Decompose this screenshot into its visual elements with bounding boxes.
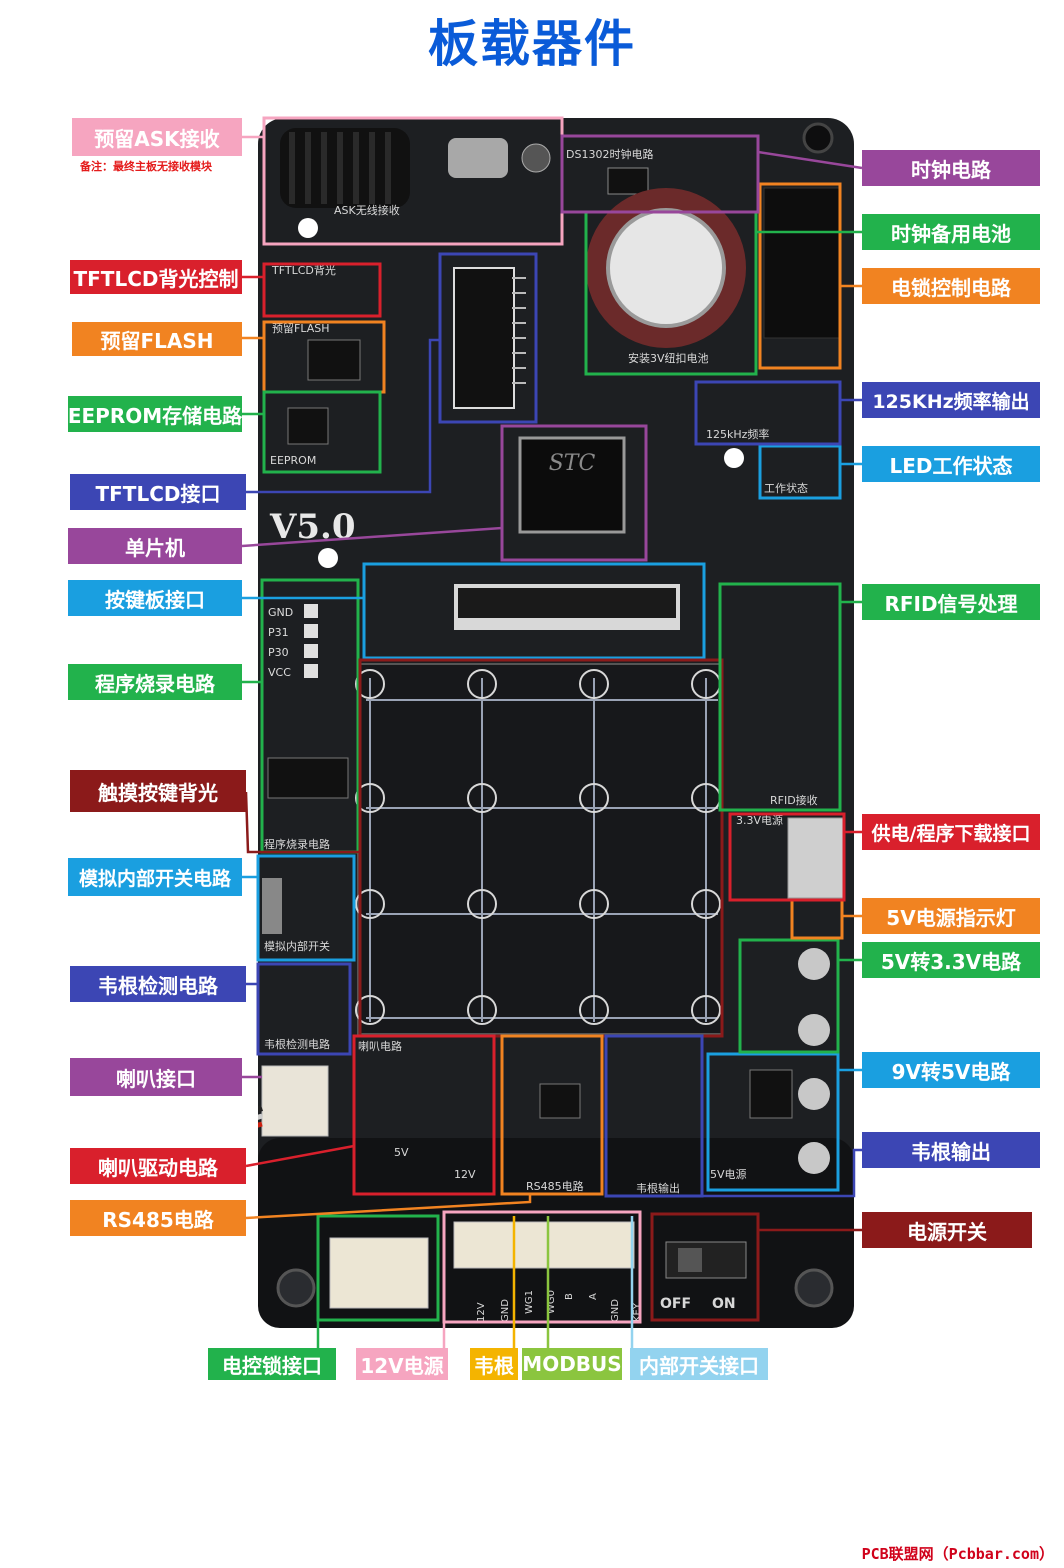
label-mcu: 单片机 bbox=[68, 528, 242, 564]
note-no-receiver: 备注：最终主板无接收模块 bbox=[80, 160, 212, 173]
mount-hole bbox=[724, 448, 744, 468]
label-tftlcd-if: TFTLCD接口 bbox=[70, 474, 246, 510]
label-power-switch: 电源开关 bbox=[862, 1212, 1032, 1248]
label-ask-receive: 预留ASK接收 bbox=[72, 118, 242, 156]
mcu-chip-label: STC bbox=[549, 451, 596, 476]
silk-battery: 安装3V纽扣电池 bbox=[628, 351, 709, 365]
label-inner-switch: 内部开关接口 bbox=[630, 1348, 768, 1380]
label-clock: 时钟电路 bbox=[862, 150, 1040, 186]
silk-rs485: RS485电路 bbox=[526, 1180, 584, 1193]
pin-gnd: GND bbox=[268, 606, 293, 619]
silk-ask: ASK无线接收 bbox=[334, 203, 400, 217]
label-wiegand-out: 韦根输出 bbox=[862, 1132, 1040, 1168]
label-rfid: RFID信号处理 bbox=[862, 584, 1040, 620]
label-12v: 12V电源 bbox=[356, 1348, 448, 1380]
mount-hole bbox=[802, 122, 834, 154]
label-led-state: LED工作状态 bbox=[862, 446, 1040, 482]
mount-hole bbox=[794, 1268, 834, 1308]
silk-3v3: 3.3V电源 bbox=[736, 813, 783, 827]
silk-5v-b: 5V bbox=[394, 1146, 409, 1159]
label-lock-ctrl: 电锁控制电路 bbox=[862, 268, 1040, 304]
label-9v-to-5v: 9V转5V电路 bbox=[862, 1052, 1040, 1088]
label-rs485: RS485电路 bbox=[70, 1200, 246, 1236]
label-sim-switch: 模拟内部开关电路 bbox=[68, 858, 242, 896]
pcb-board-image: STC V5.0 GND P31 P30 VCC DS1302 bbox=[258, 118, 854, 1328]
label-tft-backlight: TFTLCD背光控制 bbox=[70, 260, 242, 294]
label-wiegand-detect: 韦根检测电路 bbox=[70, 966, 246, 1002]
mount-hole bbox=[318, 548, 338, 568]
label-keypad-if: 按键板接口 bbox=[68, 580, 242, 616]
label-speaker-if: 喇叭接口 bbox=[70, 1058, 242, 1096]
silk-speaker-circuit: 喇叭电路 bbox=[358, 1039, 402, 1053]
label-5v-led: 5V电源指示灯 bbox=[862, 898, 1040, 934]
silk-eeprom: EEPROM bbox=[270, 454, 316, 467]
mount-hole bbox=[298, 218, 318, 238]
silk-rfid: RFID接收 bbox=[770, 793, 818, 807]
label-touch-backlight: 触摸按键背光 bbox=[70, 770, 246, 812]
mount-hole bbox=[276, 1268, 316, 1308]
label-lock-if: 电控锁接口 bbox=[208, 1348, 336, 1380]
silk-off: OFF bbox=[660, 1296, 691, 1312]
conn-key: KEY bbox=[632, 1302, 643, 1322]
silk-ds1302: DS1302时钟电路 bbox=[566, 147, 653, 161]
conn-b: B bbox=[564, 1293, 575, 1300]
silk-tft-backlight: TFTLCD背光 bbox=[271, 263, 336, 277]
label-power-usb: 供电/程序下载接口 bbox=[862, 814, 1040, 850]
conn-a: A bbox=[588, 1293, 599, 1300]
label-flash: 预留FLASH bbox=[72, 322, 242, 356]
silk-wiegand-out: 韦根输出 bbox=[636, 1181, 680, 1195]
conn-gnd2: GND bbox=[610, 1299, 621, 1322]
conn-wg0: WG0 bbox=[546, 1290, 557, 1314]
label-program: 程序烧录电路 bbox=[68, 664, 242, 700]
silk-wiegand-detect: 韦根检测电路 bbox=[264, 1037, 330, 1051]
pin-p30: P30 bbox=[268, 646, 289, 659]
footer-watermark: PCB联盟网（Pcbbar.com） bbox=[861, 1545, 1054, 1563]
label-eeprom: EEPROM存储电路 bbox=[68, 396, 242, 432]
silk-work: 工作状态 bbox=[764, 481, 808, 495]
label-modbus: MODBUS bbox=[522, 1348, 622, 1380]
silk-prog: 程序烧录电路 bbox=[264, 837, 330, 851]
conn-wg1: WG1 bbox=[524, 1290, 535, 1314]
silk-flash: 预留FLASH bbox=[272, 322, 330, 335]
label-5v-to-3v3: 5V转3.3V电路 bbox=[862, 942, 1040, 978]
page-title: 板载器件 bbox=[428, 15, 636, 73]
pin-p31: P31 bbox=[268, 626, 289, 639]
silk-sim-switch: 模拟内部开关 bbox=[264, 939, 330, 953]
label-wiegand: 韦根 bbox=[470, 1348, 518, 1380]
label-125khz: 125KHz频率输出 bbox=[862, 382, 1040, 418]
label-speaker-drv: 喇叭驱动电路 bbox=[70, 1148, 246, 1184]
silk-freq: 125kHz频率 bbox=[706, 427, 769, 441]
silk-on: ON bbox=[712, 1296, 736, 1312]
silk-12v: 12V bbox=[454, 1168, 476, 1181]
conn-gnd: GND bbox=[500, 1299, 511, 1322]
silk-5v: 5V电源 bbox=[710, 1167, 747, 1181]
conn-12v: 12V bbox=[476, 1302, 487, 1322]
label-battery: 时钟备用电池 bbox=[862, 214, 1040, 250]
pin-vcc: VCC bbox=[268, 666, 291, 679]
